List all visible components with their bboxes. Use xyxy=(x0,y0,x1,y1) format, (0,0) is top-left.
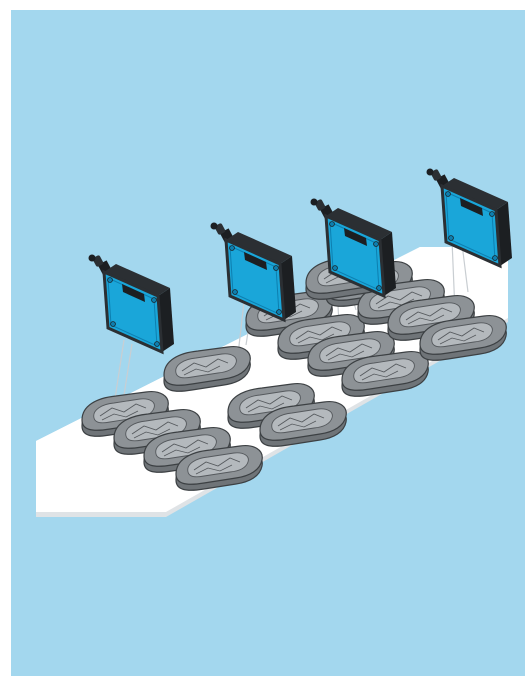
conveyor-sensor-illustration xyxy=(0,0,530,683)
